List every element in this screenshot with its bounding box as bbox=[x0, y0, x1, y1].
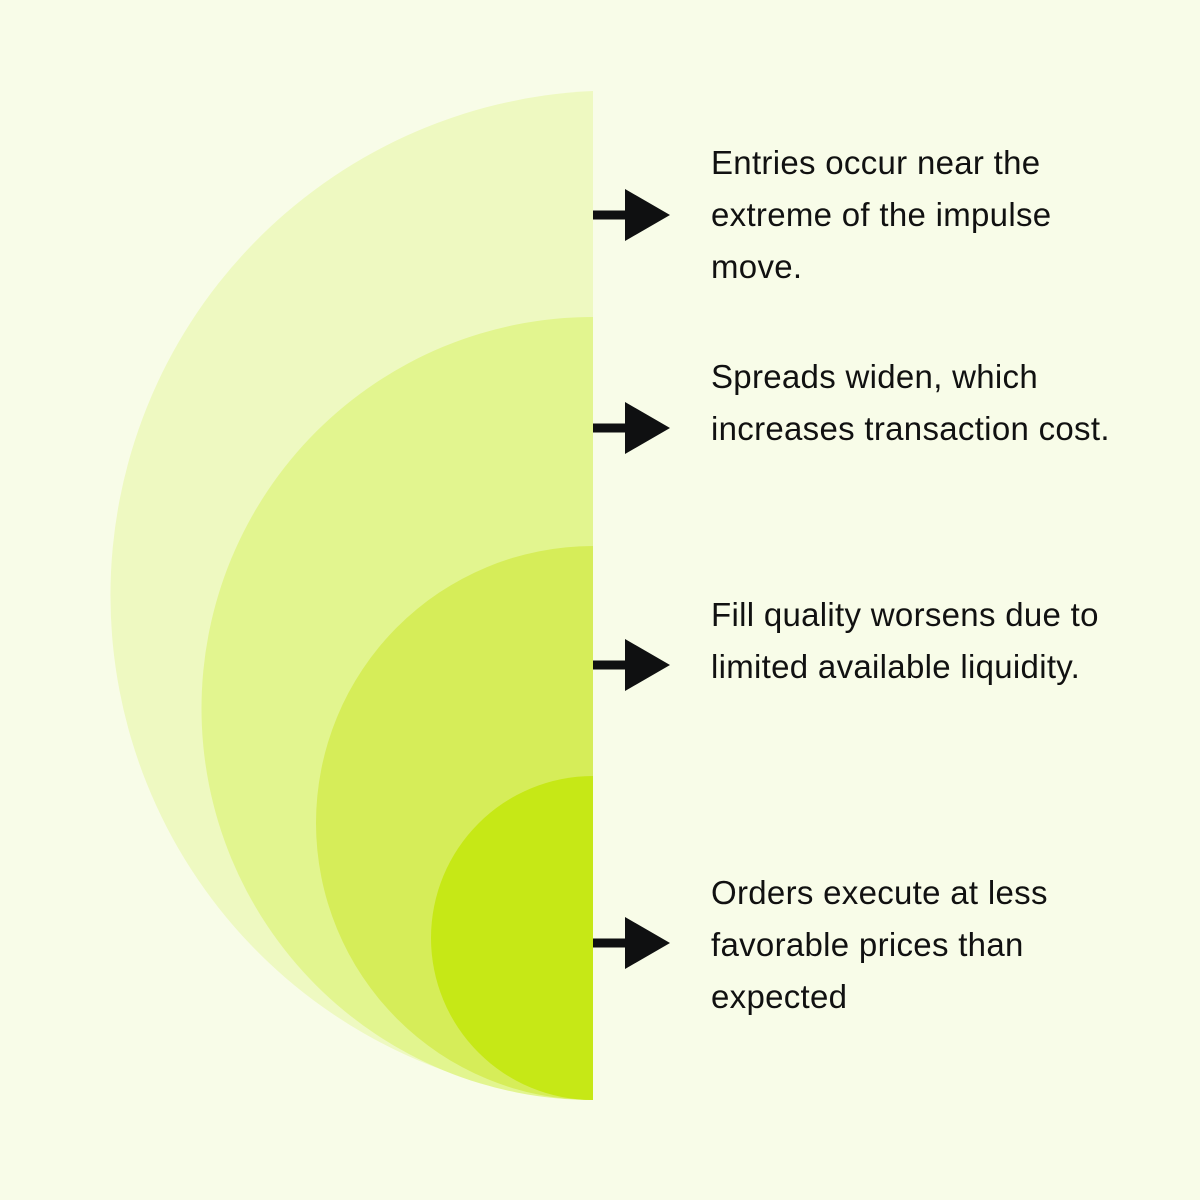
arrow-icon bbox=[593, 189, 670, 241]
item-text-fill-quality: Fill quality worsens due to limited avai… bbox=[711, 596, 1099, 685]
item-text-orders: Orders execute at less favorable prices … bbox=[711, 874, 1048, 1015]
arrow-icon bbox=[593, 639, 670, 691]
item-text-entries: Entries occur near the extreme of the im… bbox=[711, 144, 1052, 285]
arrow-icon bbox=[593, 402, 670, 454]
item-text-spreads: Spreads widen, which increases transacti… bbox=[711, 358, 1110, 447]
semicircle-layer-4 bbox=[431, 776, 593, 1100]
arrow-icon bbox=[593, 917, 670, 969]
